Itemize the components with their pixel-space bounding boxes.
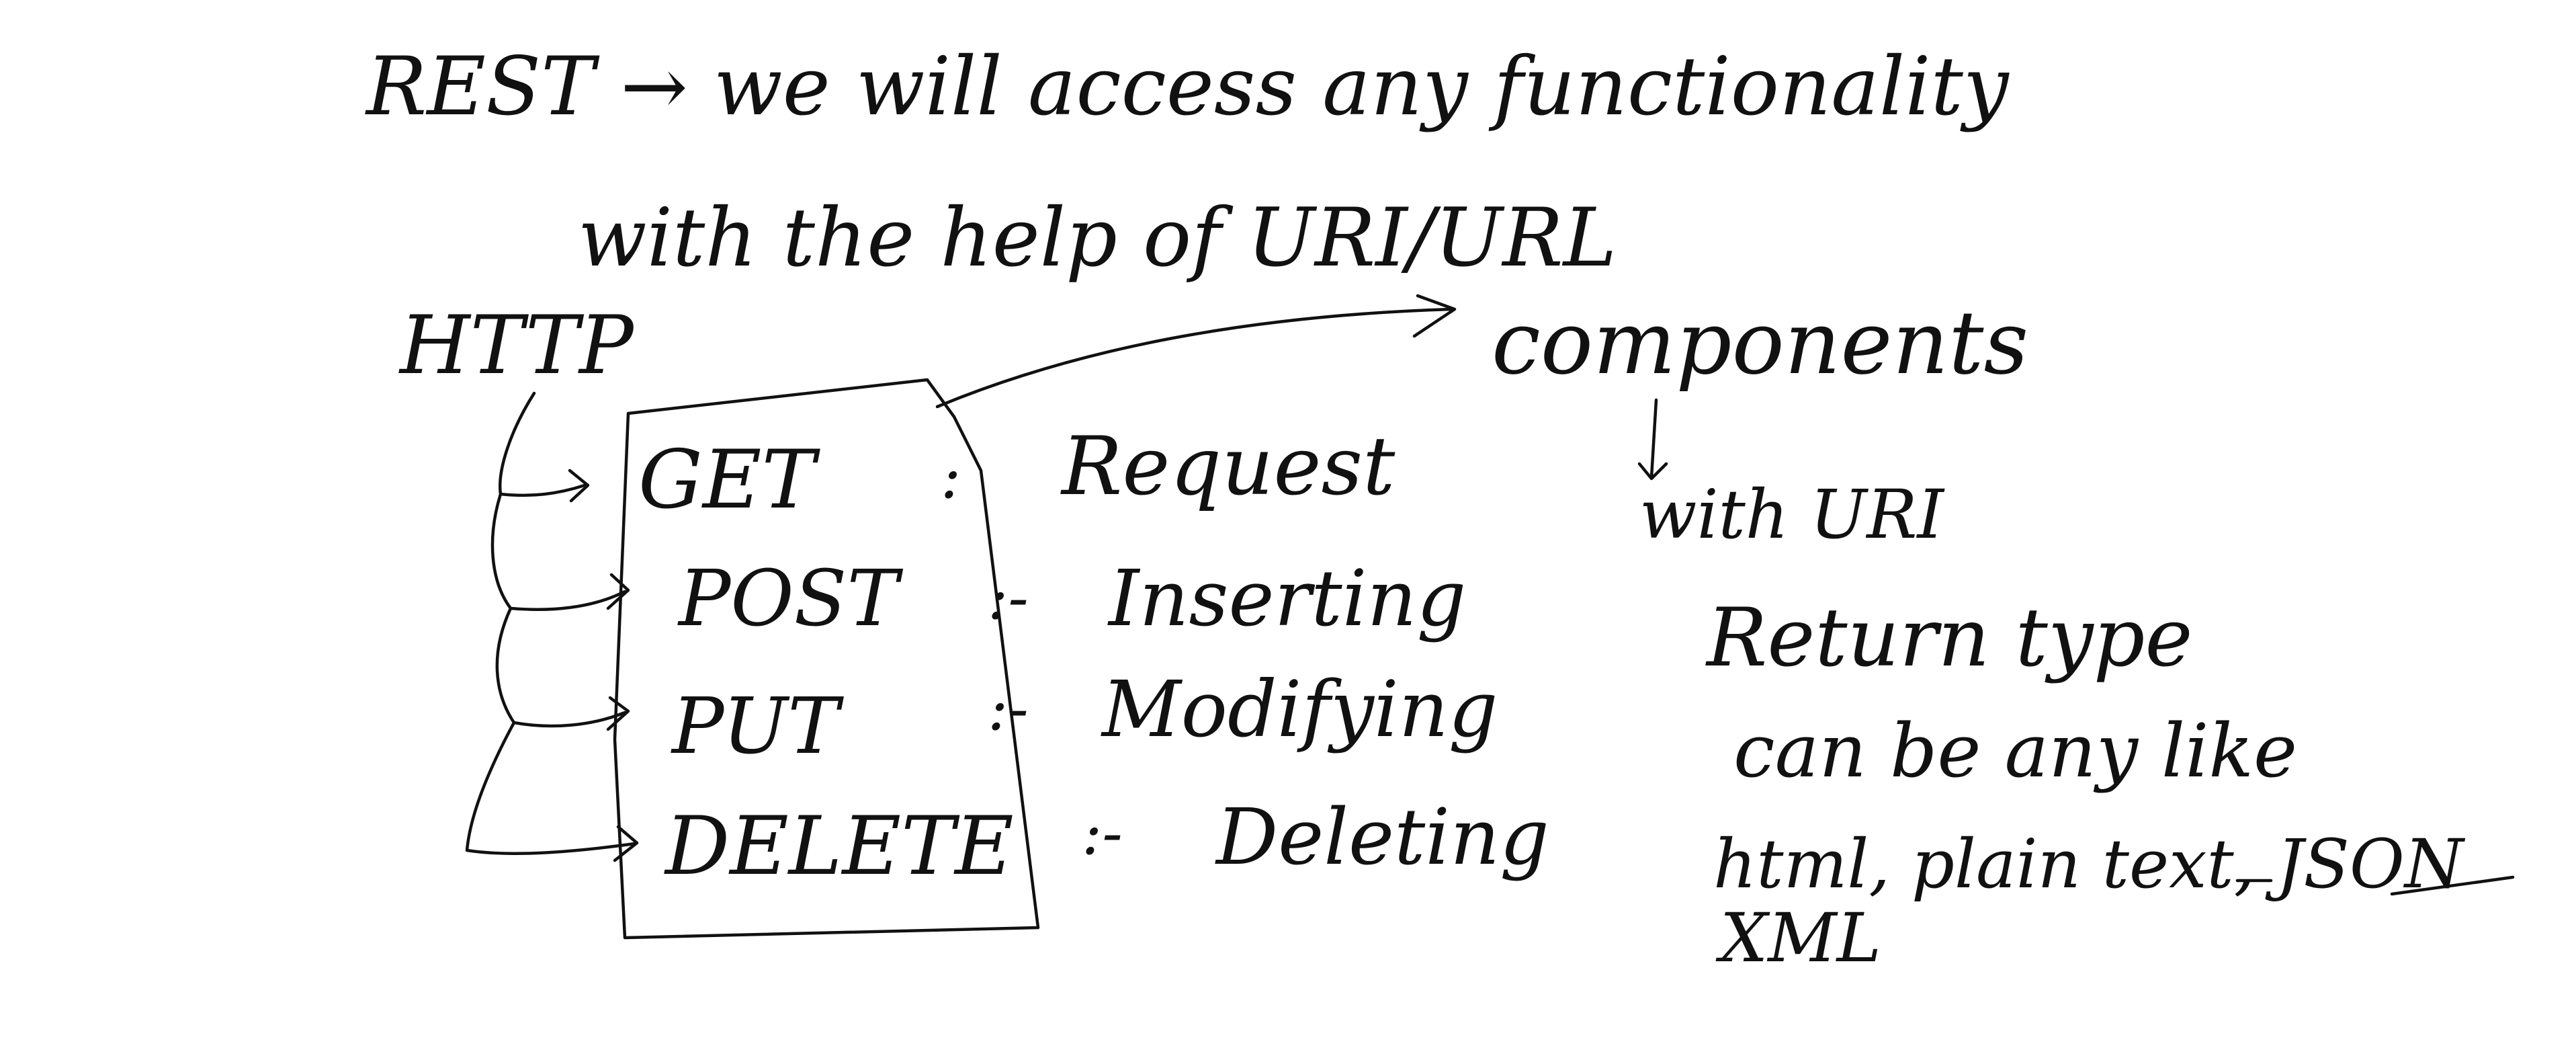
with-uri-label: with URI xyxy=(1639,475,1946,554)
method-delete: DELETE xyxy=(664,800,1014,893)
separator-put: :- xyxy=(988,674,1029,744)
return-type-line1: can be any like xyxy=(1733,708,2297,794)
arrowhead-get xyxy=(568,469,590,503)
method-get: GET xyxy=(638,434,820,527)
return-type-line3: XML xyxy=(1715,899,1881,977)
method-post: POST xyxy=(677,554,903,644)
arrowhead-put xyxy=(606,696,630,731)
meaning-request: Request xyxy=(1060,420,1396,514)
components-arrow xyxy=(935,307,1453,409)
return-type-line2: html, plain text, JSON xyxy=(1713,825,2466,903)
separator-post: :- xyxy=(988,563,1029,633)
meaning-modifying: Modifying xyxy=(1101,665,1498,755)
separator-delete: :- xyxy=(1082,798,1123,868)
return-type-heading: Return type xyxy=(1705,592,2193,685)
components-arrowhead xyxy=(1412,294,1457,338)
http-label: HTTP xyxy=(398,299,635,393)
underline-stroke-2 xyxy=(2390,875,2515,896)
separator-get: : xyxy=(941,442,961,512)
rest-definition-line1: REST → we will access any functionality xyxy=(365,40,2010,134)
methods-box xyxy=(613,378,1040,940)
meaning-inserting: Inserting xyxy=(1107,554,1466,644)
bracket-arrow-get xyxy=(499,391,587,497)
arrowhead-post xyxy=(606,573,630,610)
components-label: components xyxy=(1492,292,2028,394)
down-arrow xyxy=(1649,398,1658,479)
meaning-deleting: Deleting xyxy=(1215,793,1549,883)
rest-definition-line2: with the help of URI/URL xyxy=(578,192,1617,285)
bracket-arrow-put xyxy=(495,606,627,728)
bracket-arrow-delete xyxy=(465,721,637,855)
down-arrowhead xyxy=(1637,462,1668,481)
method-put: PUT xyxy=(671,682,844,772)
arrowhead-delete xyxy=(613,825,639,862)
bracket-arrow-post xyxy=(490,492,627,611)
